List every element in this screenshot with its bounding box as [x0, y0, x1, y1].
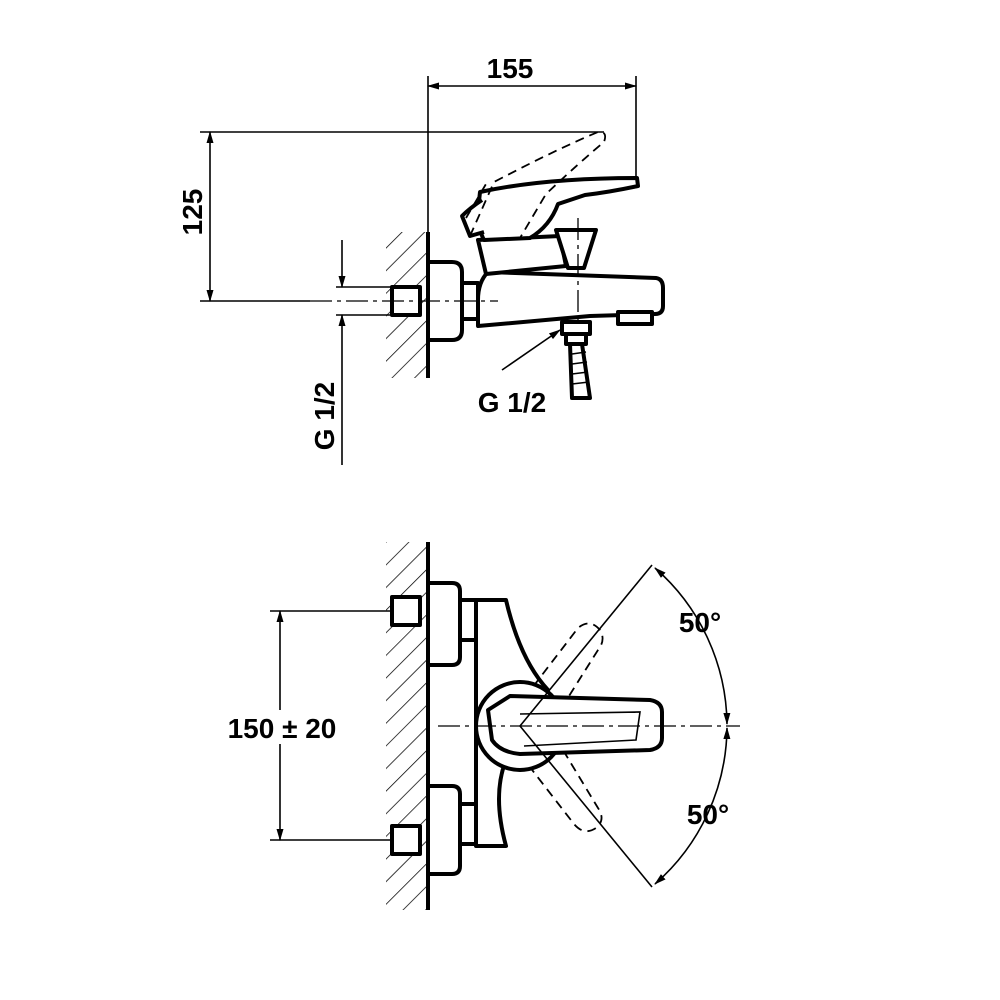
- dim-height: 125: [177, 131, 604, 302]
- front-handle-swing-outlines: [505, 622, 604, 833]
- side-hose: [560, 320, 592, 400]
- dim-width-label: 155: [487, 53, 534, 84]
- angle-arc: 50° 50°: [654, 567, 731, 885]
- dim-wall-thread-label: G 1/2: [309, 382, 340, 450]
- dim-outlet-thread-label: G 1/2: [478, 387, 546, 418]
- front-view: 50° 50° 150 ± 20: [206, 542, 740, 910]
- dim-width: 155: [427, 53, 637, 232]
- dim-spacing-label: 150 ± 20: [228, 713, 337, 744]
- dim-height-label: 125: [177, 189, 208, 236]
- dim-spacing: 150 ± 20: [206, 610, 390, 841]
- side-mixer-body: [460, 176, 665, 328]
- dim-wall-thread: G 1/2: [309, 240, 420, 465]
- angle-upper-label: 50°: [679, 607, 721, 638]
- side-lever-raised-outline: [469, 131, 607, 239]
- dim-outlet-thread: G 1/2: [478, 329, 561, 418]
- angle-lower-label: 50°: [687, 799, 729, 830]
- side-view: 155 125 G 1/2 G 1/2: [177, 53, 665, 465]
